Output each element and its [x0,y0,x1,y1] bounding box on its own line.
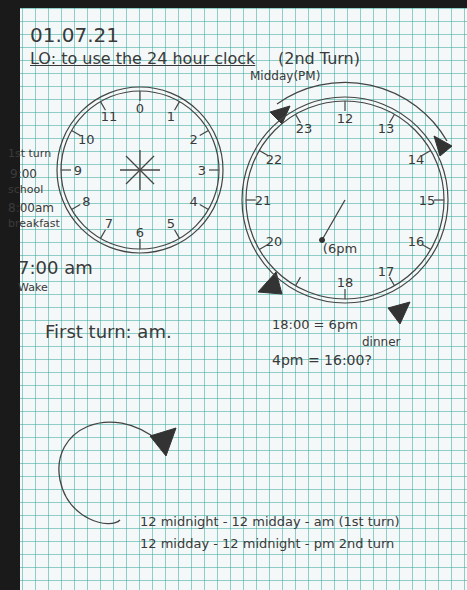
conversion-note: 18:00 = 6pm [272,318,358,333]
clock-number: 23 [296,121,313,136]
clock-number: 11 [101,109,118,124]
clock-number: 0 [136,101,144,116]
clock-number: 21 [255,193,272,208]
page-edge [0,0,20,590]
time-label: 9:00 [10,168,37,182]
activity-label: school [8,184,43,197]
clock-number: 1 [167,109,175,124]
clock-number: 18 [337,275,354,290]
rule-note: 12 midnight - 12 midday - am (1st turn) [140,515,400,530]
clock-number: 15 [419,193,436,208]
clock-number: 4 [190,194,198,209]
activity-label: breakfast [8,218,60,231]
clock-number: 6 [136,225,144,240]
conversion-note: 4pm = 16:00? [272,352,372,368]
activity-label: dinner [362,336,400,350]
time-label: 7:00 am [18,258,93,279]
page-edge [0,0,467,8]
clock-number: 12 [337,111,354,126]
clock-number: 7 [105,216,113,231]
clock-number: 20 [266,234,283,249]
clock-number: 22 [266,152,283,167]
clock-number: 14 [408,152,425,167]
clock-number: 5 [167,216,175,231]
clock-outline [240,95,450,305]
clock-number: 2 [190,132,198,147]
clock-number: 17 [378,264,395,279]
date-label: 01.07.21 [30,24,119,47]
time-label: 8:00am [8,202,54,216]
clock-number: 13 [378,121,395,136]
clock-number: 8 [82,194,90,209]
turn-note: 1st turn [8,148,51,161]
clock-number: 9 [74,163,82,178]
clock-number: 16 [408,234,425,249]
activity-label: Wake [18,282,48,295]
clock-face: 12 13 14 15 16 17 18 20 21 22 23 (6pm [240,95,450,305]
lesson-title: LO: to use the 24 hour clock [30,50,255,68]
clock-number: 3 [198,163,206,178]
clock-note: (6pm [323,241,357,256]
clock-face: 0 12 3 45 6 78 9 10 11 [55,85,225,255]
rule-note: 12 midday - 12 midnight - pm 2nd turn [140,537,394,552]
midday-label: Midday(PM) [250,70,320,84]
clock-number: 10 [78,132,95,147]
turn-note: First turn: am. [45,322,172,343]
turn-note: (2nd Turn) [278,50,360,68]
